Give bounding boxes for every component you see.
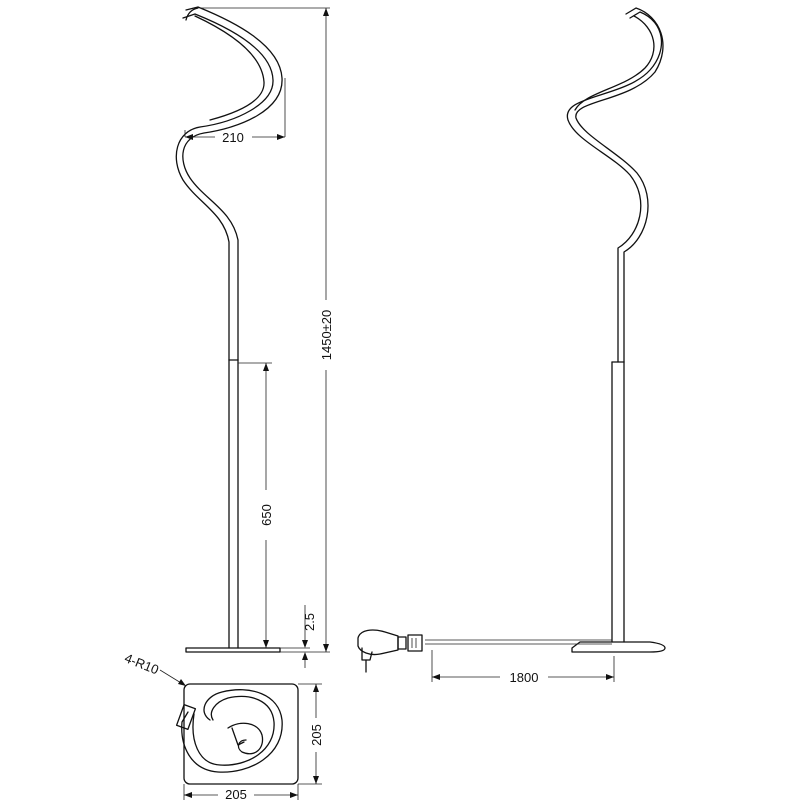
front-view-spiral-head bbox=[175, 6, 283, 361]
side-view-base-plate bbox=[571, 641, 666, 653]
power-cable bbox=[425, 639, 612, 645]
front-view-pole bbox=[228, 359, 239, 649]
front-view-base-plate bbox=[185, 647, 281, 653]
dim-lower-pole: 650 bbox=[238, 362, 274, 648]
dim-total-height-label: 1450±20 bbox=[319, 310, 334, 361]
front-view: 210 1450±20 650 2.5 bbox=[175, 6, 334, 668]
top-view-spiral bbox=[175, 689, 283, 773]
dim-spiral-width: 210 bbox=[184, 78, 286, 145]
dim-base-depth-label: 205 bbox=[309, 724, 324, 746]
dim-base-width: 205 bbox=[183, 784, 299, 800]
base-plate-top-outline bbox=[183, 683, 299, 785]
dim-base-width-label: 205 bbox=[225, 787, 247, 800]
dim-base-depth: 205 bbox=[298, 683, 324, 785]
side-view: 1800 bbox=[357, 7, 666, 685]
dim-base-thickness: 2.5 bbox=[280, 605, 317, 668]
dim-cable-length: 1800 bbox=[431, 650, 615, 685]
dim-spiral-width-label: 210 bbox=[222, 130, 244, 145]
dim-corner-radius-label: 4-R10 bbox=[122, 650, 160, 677]
side-view-spiral-head bbox=[566, 7, 664, 363]
dim-base-thickness-label: 2.5 bbox=[302, 613, 317, 631]
power-plug-icon bbox=[357, 629, 423, 673]
dim-lower-pole-label: 650 bbox=[259, 504, 274, 526]
side-view-pole bbox=[611, 361, 625, 643]
top-view: 4-R10 205 205 bbox=[122, 650, 324, 800]
dim-cable-length-label: 1800 bbox=[510, 670, 539, 685]
dim-total-height: 1450±20 bbox=[200, 7, 334, 653]
dim-corner-radius: 4-R10 bbox=[122, 650, 187, 687]
